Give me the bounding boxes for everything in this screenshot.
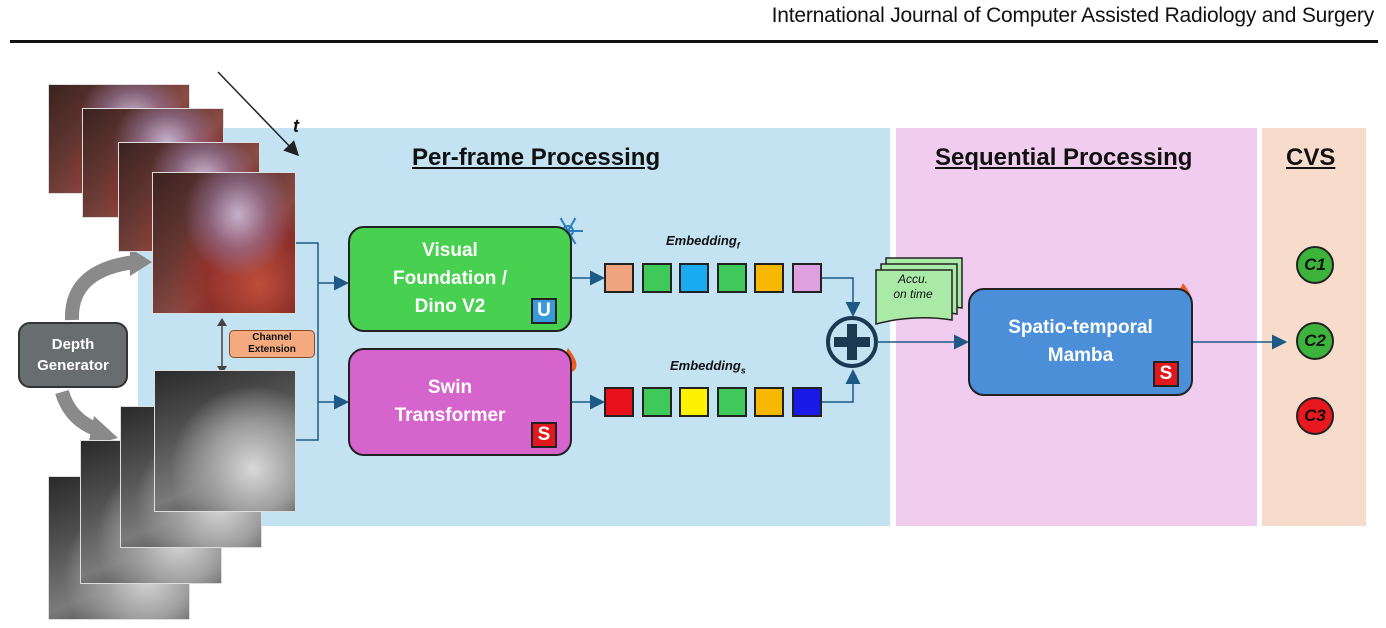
embedding-f-cell-2 [641, 263, 672, 293]
embedding-f-cell-5 [754, 263, 784, 293]
depth-curve-up [64, 255, 136, 321]
cvs-criterion-c1: C1 [1296, 246, 1334, 284]
cvs-criterion-c3: C3 [1296, 397, 1334, 435]
rgb-to-encoders [296, 242, 319, 441]
rgb-frame-4 [152, 172, 296, 314]
embedding-s-cell-6 [791, 387, 822, 417]
sequential-title: Sequential Processing [935, 144, 1193, 171]
plus-v-bar [847, 324, 857, 360]
embedding-s-cell-1 [604, 387, 634, 417]
embedding-s-cell-2 [641, 387, 672, 417]
embs-to-plus [822, 369, 861, 403]
embf-to-plus [822, 277, 861, 317]
embedding-s-cell-3 [679, 387, 709, 417]
cvs-title: CVS [1286, 144, 1336, 171]
accumulate-doc-stack [875, 257, 963, 325]
header-rule [10, 40, 1378, 43]
channel-extension-arrowhead-up [217, 318, 227, 326]
visual-foundation-label: Visual Foundation / Dino V2 [393, 240, 507, 317]
depth-frame-4 [154, 370, 296, 512]
swin-transformer-box: Swin Transformer [348, 348, 572, 456]
depth-curve-arrowhead-up [130, 248, 152, 276]
embedding-f-label: Embeddingf [666, 233, 740, 251]
accumulate-label: Accu. on time [893, 272, 933, 301]
embedding-f-cell-6 [791, 263, 822, 293]
embedding-f-cell-1 [604, 263, 634, 293]
depth-curve-arrowhead-down [88, 416, 118, 446]
swin-transformer-label: Swin Transformer [394, 377, 506, 426]
embedding-s-label: Embeddings [670, 358, 746, 376]
unfrozen-badge-visual: U [531, 298, 557, 324]
mamba-label: Spatio-temporal Mamba [1008, 317, 1153, 366]
embedding-s-cell-4 [716, 387, 747, 417]
channel-extension: Channel Extension [229, 330, 315, 358]
journal-name: International Journal of Computer Assist… [771, 4, 1375, 27]
time-label: t [293, 116, 299, 136]
cvs-criterion-c2: C2 [1296, 322, 1334, 360]
trainable-badge-swin: S [531, 422, 557, 448]
trainable-badge-mamba: S [1153, 361, 1179, 387]
embedding-f-cell-4 [716, 263, 747, 293]
depth-generator: Depth Generator [18, 322, 128, 388]
embedding-f-cell-3 [679, 263, 709, 293]
time-arrow [217, 71, 300, 157]
per-frame-title: Per-frame Processing [412, 144, 661, 171]
embedding-s-cell-5 [754, 387, 784, 417]
